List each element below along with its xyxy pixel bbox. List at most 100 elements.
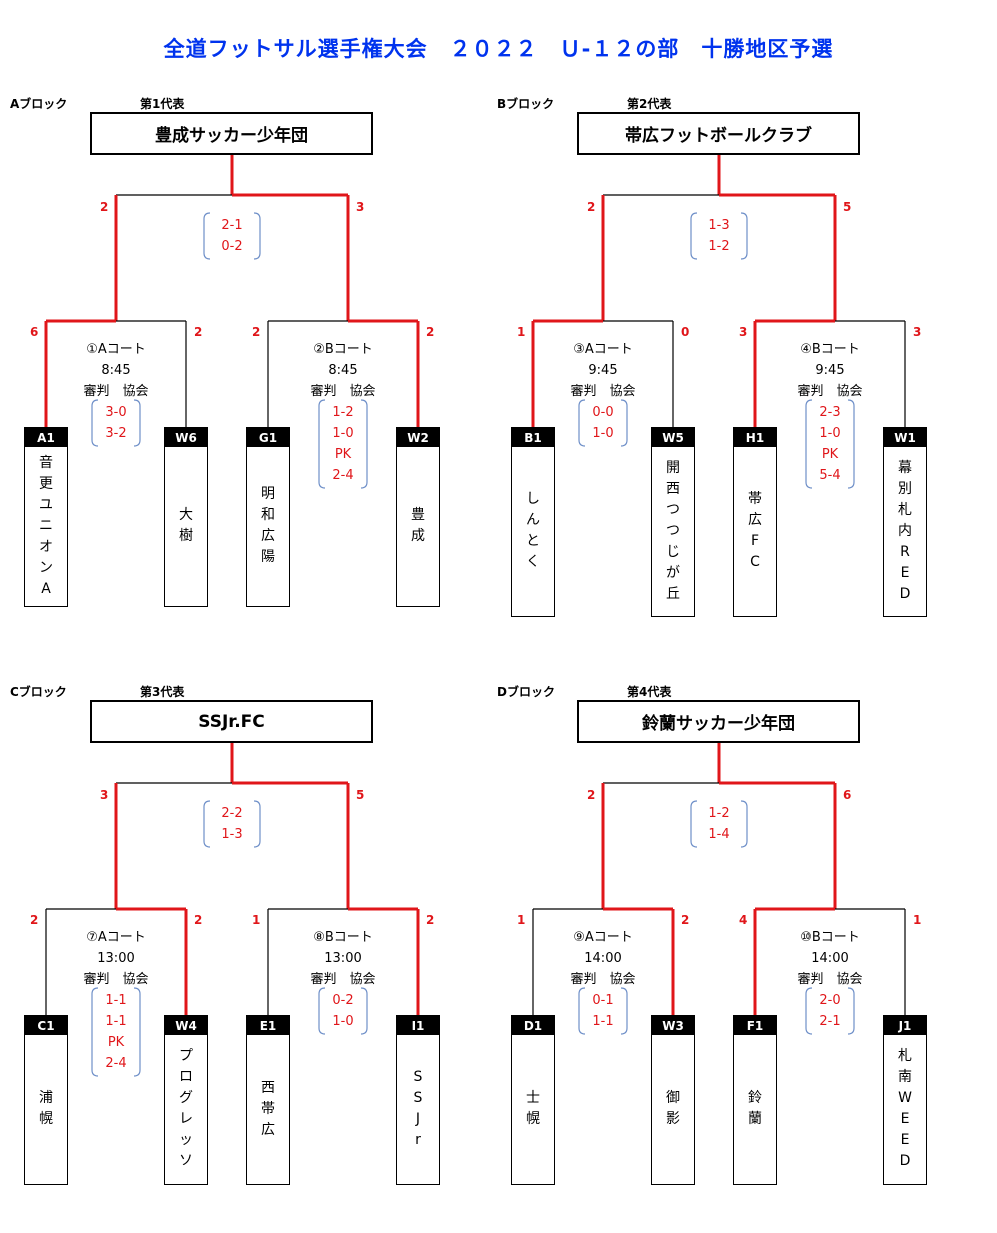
- team-name-char: C: [750, 554, 760, 570]
- match-info-line: ⑧Bコート: [313, 930, 373, 945]
- team-name: 豊成: [397, 447, 439, 605]
- result-score: 3-0: [105, 405, 127, 420]
- match-info-line: 13:00: [324, 951, 362, 966]
- team-name: しんとく: [512, 447, 554, 615]
- result-score: 0-2: [221, 239, 243, 254]
- team-name-char: 明: [261, 486, 275, 502]
- team-code: W1: [884, 428, 926, 447]
- match-info-line: ③Aコート: [573, 342, 633, 357]
- match-info-line: ①Aコート: [86, 342, 146, 357]
- result-score: 1-3: [221, 827, 243, 842]
- team-name-char: 丘: [666, 585, 680, 602]
- result-bracket: [690, 212, 748, 260]
- team-name-char: J: [415, 1111, 421, 1127]
- team-name-char: 成: [411, 528, 425, 544]
- team-name-char: S: [413, 1090, 423, 1106]
- final-right-score: 6: [843, 788, 852, 802]
- final-left-score: 2: [587, 200, 596, 214]
- team-name-char: 帯: [261, 1100, 275, 1117]
- match-left-score: 2: [30, 913, 39, 927]
- team-name-char: じ: [666, 543, 680, 560]
- result-bracket: [578, 987, 628, 1035]
- team-name-char: グ: [179, 1090, 193, 1106]
- team-name: 西帯広: [247, 1035, 289, 1183]
- match-info-line: 9:45: [815, 363, 845, 378]
- team-name-char: 浦: [39, 1090, 53, 1106]
- match-info-line: ⑨Aコート: [573, 930, 633, 945]
- team-name-char: E: [900, 1132, 910, 1148]
- result-score: 2-2: [221, 806, 243, 821]
- bracket-lines: [531, 155, 906, 489]
- bracket-lines: [44, 155, 420, 489]
- block-label: Dブロック: [497, 685, 555, 699]
- team-name-char: ロ: [179, 1069, 193, 1085]
- team-name-char: つ: [666, 501, 680, 518]
- final-right-score: 5: [843, 200, 852, 214]
- page-title: 全道フットサル選手権大会 ２０２２ Ｕ-１２の部 十勝地区予選: [163, 37, 834, 61]
- match-right-score: 2: [194, 325, 203, 339]
- result-score: 1-1: [105, 1014, 127, 1029]
- result-bracket: [91, 399, 141, 447]
- result-bracket: [805, 399, 855, 489]
- match-left-score: 4: [739, 913, 748, 927]
- result-score: 2-1: [819, 1014, 841, 1029]
- team-name-char: 札: [898, 501, 912, 518]
- team-code: J1: [884, 1016, 926, 1035]
- result-bracket: [318, 987, 368, 1035]
- match-info-line: 13:00: [97, 951, 135, 966]
- representative-label: 第3代表: [140, 685, 185, 699]
- team-name-char: が: [666, 564, 680, 581]
- team-code: A1: [25, 428, 67, 447]
- match-info-line: 審判 協会: [83, 972, 149, 987]
- match-left-score: 3: [739, 325, 748, 339]
- team-name-char: ユ: [39, 496, 53, 513]
- match-info-line: 審判 協会: [83, 384, 149, 399]
- match-info-line: 審判 協会: [570, 972, 636, 987]
- result-score: 1-2: [708, 239, 730, 254]
- match-info-line: 審判 協会: [570, 384, 636, 399]
- team-name-char: W: [898, 1090, 912, 1106]
- team-name-char: S: [413, 1069, 423, 1085]
- team-name-char: 西: [666, 480, 680, 497]
- final-left-score: 3: [100, 788, 109, 802]
- match-right-score: 0: [681, 325, 690, 339]
- result-bracket: [805, 987, 855, 1035]
- result-score: 2-4: [105, 1056, 127, 1071]
- team-name-char: 更: [39, 475, 53, 492]
- result-score: 1-2: [708, 806, 730, 821]
- match-left-score: 2: [252, 325, 261, 339]
- result-score: 3-2: [105, 426, 127, 441]
- team-code: E1: [247, 1016, 289, 1035]
- team-name-char: 西: [261, 1079, 275, 1096]
- result-score: 1-4: [708, 827, 730, 842]
- result-bracket: [91, 987, 141, 1077]
- match-left-score: 1: [517, 913, 526, 927]
- result-score: 5-4: [819, 468, 841, 483]
- match-info-line: 審判 協会: [797, 972, 863, 987]
- team-name-char: 開: [666, 459, 680, 476]
- match-info: ⑧Bコート 13:00 審判 協会: [298, 927, 388, 990]
- match-info-line: 審判 協会: [310, 972, 376, 987]
- result-score: PK: [107, 1035, 125, 1050]
- team-name-char: E: [900, 564, 910, 581]
- team-code: C1: [25, 1016, 67, 1035]
